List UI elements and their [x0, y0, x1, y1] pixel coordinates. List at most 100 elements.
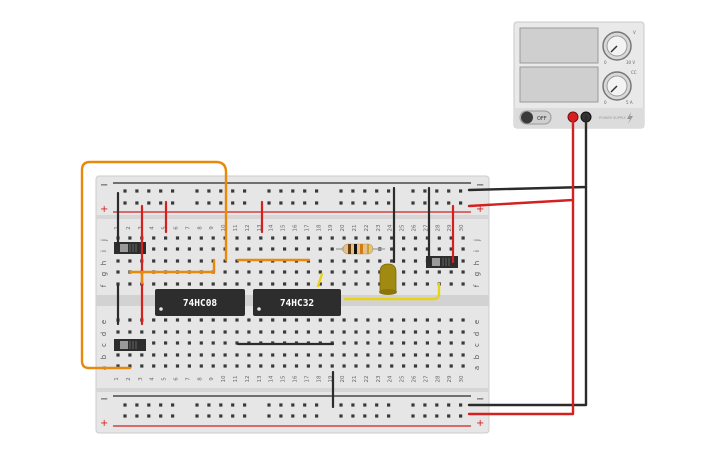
breadboard-hole[interactable]	[211, 353, 215, 357]
breadboard-hole[interactable]	[271, 282, 275, 286]
breadboard-hole[interactable]	[223, 282, 227, 286]
breadboard-hole[interactable]	[387, 403, 391, 407]
breadboard-hole[interactable]	[164, 247, 168, 251]
breadboard-hole[interactable]	[283, 318, 287, 322]
breadboard-hole[interactable]	[128, 364, 132, 368]
breadboard-hole[interactable]	[402, 270, 406, 274]
breadboard-hole[interactable]	[303, 189, 307, 193]
breadboard-hole[interactable]	[402, 247, 406, 251]
breadboard-hole[interactable]	[387, 414, 391, 418]
breadboard-hole[interactable]	[294, 270, 299, 274]
breadboard-hole[interactable]	[366, 282, 370, 286]
breadboard-hole[interactable]	[354, 236, 358, 240]
breadboard-hole[interactable]	[279, 189, 283, 193]
breadboard-hole[interactable]	[152, 247, 156, 251]
breadboard-hole[interactable]	[259, 330, 263, 334]
breadboard-hole[interactable]	[351, 201, 355, 205]
breadboard-hole[interactable]	[171, 201, 175, 205]
breadboard-hole[interactable]	[231, 403, 235, 407]
wire-orange-loop[interactable]	[80, 160, 228, 370]
breadboard-hole[interactable]	[306, 353, 310, 357]
breadboard-hole[interactable]	[425, 318, 429, 322]
breadboard-hole[interactable]	[375, 414, 379, 418]
breadboard-hole[interactable]	[247, 282, 251, 286]
breadboard-hole[interactable]	[279, 403, 283, 407]
breadboard-hole[interactable]	[187, 259, 191, 263]
breadboard-hole[interactable]	[211, 341, 215, 345]
breadboard-hole[interactable]	[318, 353, 322, 357]
breadboard-hole[interactable]	[135, 189, 139, 193]
breadboard-hole[interactable]	[330, 318, 334, 322]
breadboard-hole[interactable]	[318, 364, 322, 368]
breadboard-hole[interactable]	[140, 330, 144, 334]
breadboard-hole[interactable]	[123, 414, 127, 418]
breadboard-hole[interactable]	[164, 353, 168, 357]
breadboard-hole[interactable]	[330, 282, 334, 286]
breadboard-hole[interactable]	[128, 318, 132, 322]
breadboard-hole[interactable]	[187, 236, 191, 240]
breadboard-hole[interactable]	[175, 282, 180, 286]
breadboard-hole[interactable]	[175, 330, 180, 334]
breadboard-hole[interactable]	[461, 236, 465, 240]
breadboard-hole[interactable]	[152, 282, 156, 286]
breadboard-hole[interactable]	[402, 341, 406, 345]
breadboard-hole[interactable]	[354, 259, 358, 263]
breadboard-hole[interactable]	[187, 341, 191, 345]
breadboard-hole[interactable]	[235, 364, 239, 368]
breadboard-hole[interactable]	[235, 353, 239, 357]
breadboard-hole[interactable]	[235, 247, 239, 251]
breadboard-hole[interactable]	[342, 236, 346, 240]
breadboard-hole[interactable]	[306, 270, 310, 274]
breadboard-hole[interactable]	[366, 341, 370, 345]
breadboard-hole[interactable]	[116, 270, 120, 274]
breadboard-hole[interactable]	[425, 270, 429, 274]
breadboard-hole[interactable]	[247, 247, 251, 251]
breadboard-hole[interactable]	[283, 236, 287, 240]
breadboard-hole[interactable]	[459, 414, 463, 418]
breadboard-hole[interactable]	[116, 259, 120, 263]
breadboard-hole[interactable]	[219, 189, 223, 193]
breadboard-hole[interactable]	[366, 236, 370, 240]
breadboard-hole[interactable]	[413, 341, 418, 345]
breadboard-hole[interactable]	[116, 364, 120, 368]
breadboard-hole[interactable]	[423, 414, 427, 418]
breadboard-hole[interactable]	[267, 403, 271, 407]
breadboard-hole[interactable]	[283, 270, 287, 274]
breadboard-hole[interactable]	[330, 247, 334, 251]
breadboard-hole[interactable]	[291, 403, 295, 407]
breadboard-hole[interactable]	[128, 353, 132, 357]
breadboard-hole[interactable]	[387, 189, 391, 193]
breadboard-hole[interactable]	[231, 414, 235, 418]
breadboard-hole[interactable]	[330, 259, 334, 263]
breadboard-hole[interactable]	[128, 330, 132, 334]
breadboard-hole[interactable]	[135, 414, 139, 418]
breadboard-hole[interactable]	[390, 353, 394, 357]
breadboard-hole[interactable]	[437, 364, 441, 368]
breadboard-hole[interactable]	[152, 318, 156, 322]
breadboard-hole[interactable]	[366, 330, 370, 334]
breadboard-hole[interactable]	[363, 414, 367, 418]
breadboard-hole[interactable]	[339, 201, 343, 205]
breadboard-hole[interactable]	[294, 247, 299, 251]
breadboard-hole[interactable]	[461, 282, 465, 286]
breadboard-hole[interactable]	[449, 236, 453, 240]
breadboard-hole[interactable]	[413, 318, 418, 322]
breadboard-hole[interactable]	[223, 330, 227, 334]
breadboard-hole[interactable]	[271, 270, 275, 274]
breadboard-hole[interactable]	[461, 341, 465, 345]
breadboard-hole[interactable]	[187, 318, 191, 322]
breadboard-hole[interactable]	[459, 189, 463, 193]
breadboard-hole[interactable]	[211, 330, 215, 334]
breadboard-hole[interactable]	[243, 189, 247, 193]
breadboard-hole[interactable]	[402, 364, 406, 368]
led[interactable]	[379, 263, 397, 295]
breadboard-hole[interactable]	[243, 403, 247, 407]
breadboard-hole[interactable]	[354, 318, 358, 322]
breadboard-hole[interactable]	[315, 403, 319, 407]
breadboard-hole[interactable]	[461, 330, 465, 334]
slide-switch-2[interactable]	[114, 339, 146, 351]
breadboard-hole[interactable]	[342, 259, 346, 263]
breadboard-hole[interactable]	[306, 364, 310, 368]
breadboard-hole[interactable]	[461, 353, 465, 357]
